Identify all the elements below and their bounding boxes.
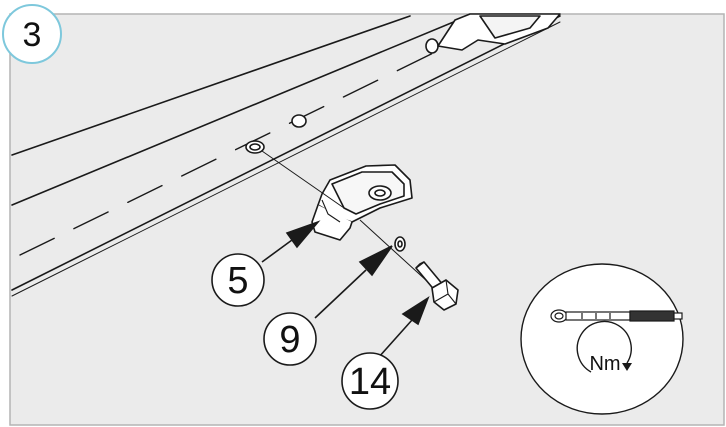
- torque-unit-label: Nm: [589, 353, 620, 375]
- rotate-clockwise-icon: [576, 320, 632, 373]
- callout-5-label: 5: [227, 260, 248, 302]
- step-number: 3: [23, 16, 42, 54]
- washer: [394, 236, 406, 252]
- far-bracket: [437, 13, 561, 51]
- callout-5: 5: [211, 253, 265, 307]
- bracket: [311, 164, 413, 241]
- callout-14-label: 14: [349, 361, 391, 403]
- bolt: [415, 261, 459, 311]
- callout-14: 14: [341, 352, 399, 410]
- ratchet-wrench-icon: [550, 309, 683, 323]
- callout-arrows: [261, 220, 430, 359]
- step-badge: 3: [2, 4, 62, 64]
- assembly-axis: [261, 150, 429, 283]
- beam-holes: [245, 38, 439, 154]
- torque-badge: Nm: [520, 263, 684, 415]
- callout-9-label: 9: [279, 319, 300, 361]
- beam: [11, 15, 561, 297]
- callout-9: 9: [263, 312, 317, 366]
